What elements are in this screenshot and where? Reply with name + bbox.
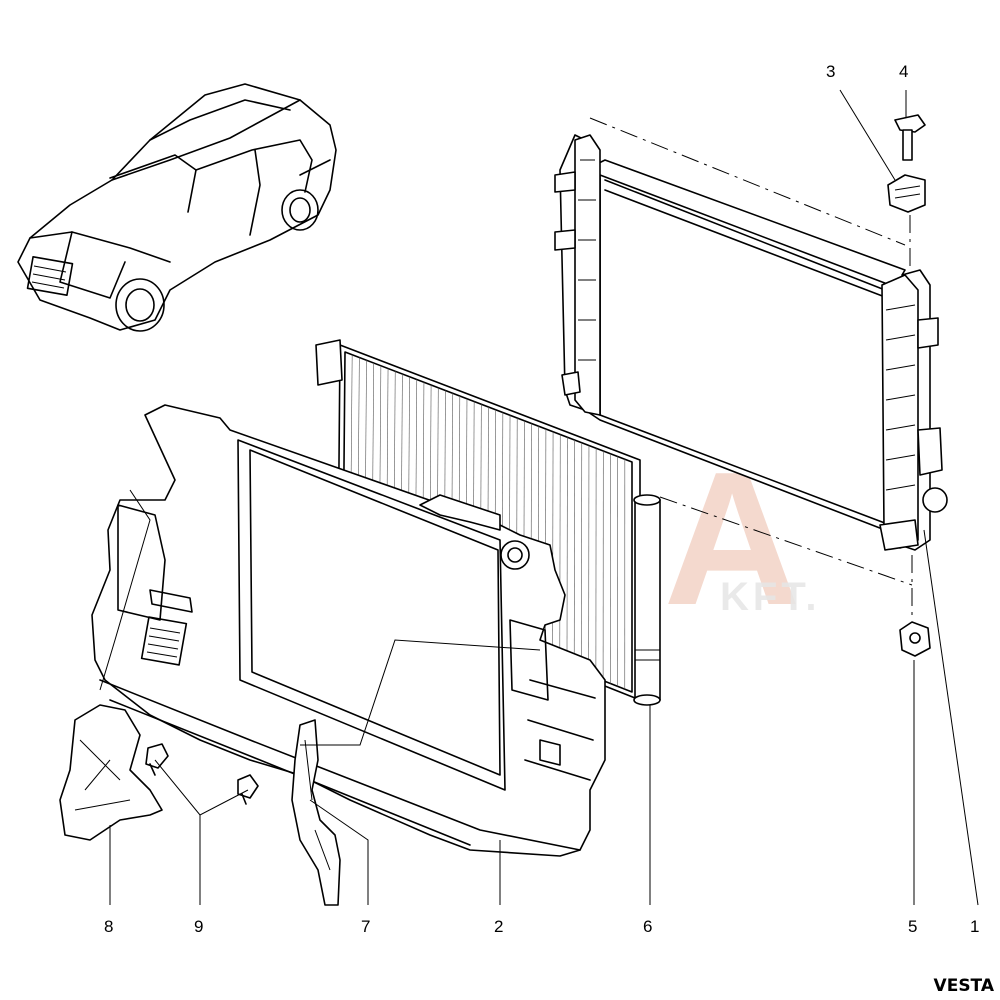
radiator <box>554 134 948 551</box>
bracket-part-8 <box>59 704 163 841</box>
callout-1: 1 <box>970 917 980 936</box>
callout-6: 6 <box>643 917 653 936</box>
callout-9: 9 <box>194 917 204 936</box>
deflector-part-7 <box>291 719 341 906</box>
callout-7: 7 <box>361 917 371 936</box>
mount-part-5 <box>899 621 931 657</box>
leader-lines <box>99 89 979 906</box>
callout-8: 8 <box>104 917 114 936</box>
callout-4: 4 <box>899 62 909 81</box>
callout-5: 5 <box>908 917 918 936</box>
clip-part-9a <box>145 743 169 776</box>
clip-part-9b <box>237 774 259 805</box>
radiator-frame <box>91 404 606 857</box>
watermark-suffix: KFT. <box>720 575 821 619</box>
car-thumbnail <box>17 83 337 332</box>
mount-part-3 <box>887 174 926 213</box>
callout-3: 3 <box>826 62 836 81</box>
model-label: VESTA <box>933 976 994 996</box>
pin-part-4 <box>894 114 926 161</box>
callout-2: 2 <box>494 917 504 936</box>
alignment-lines <box>589 117 913 618</box>
